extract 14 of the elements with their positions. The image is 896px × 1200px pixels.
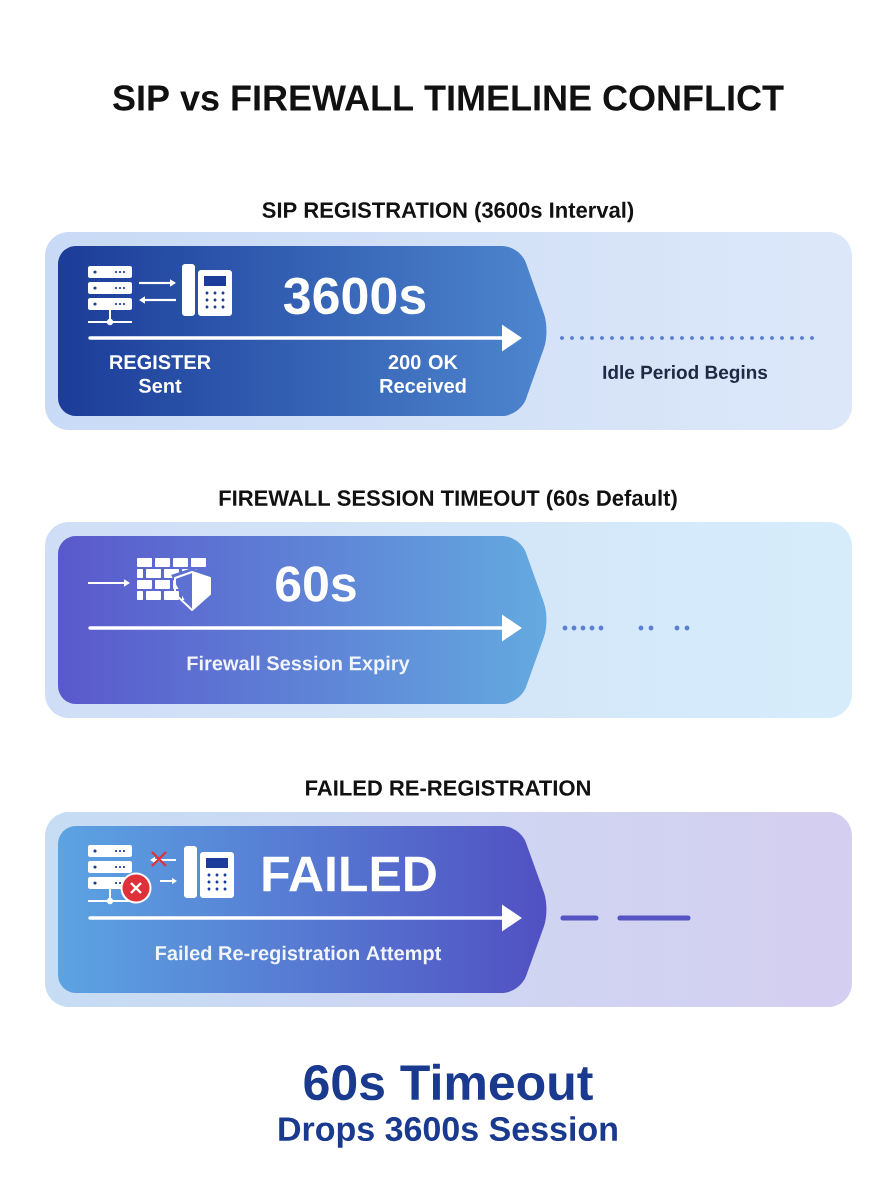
duration-value: 60s — [276, 566, 356, 602]
section-heading: FAILED RE-REGISTRATION — [306, 780, 590, 796]
event-label: 200 OK Received — [380, 355, 466, 393]
duration-value: 3600s — [283, 277, 426, 315]
event-label: Firewall Session Expiry — [187, 655, 410, 675]
section-heading: FIREWALL SESSION TIMEOUT (60s Default) — [219, 489, 677, 511]
event-label: REGISTER Sent — [110, 355, 211, 393]
status-value: FAILED — [263, 856, 436, 892]
summary-text: Drops 3600s Session — [279, 1116, 617, 1148]
event-label: Failed Re-registration Attempt — [156, 945, 442, 965]
section-heading: SIP REGISTRATION (3600s Interval) — [262, 201, 634, 223]
title: SIP vs FIREWALL TIMELINE CONFLICT — [113, 85, 784, 111]
summary-text: 60s Timeout — [304, 1063, 593, 1101]
status-label: Idle Period Begins — [603, 365, 768, 383]
